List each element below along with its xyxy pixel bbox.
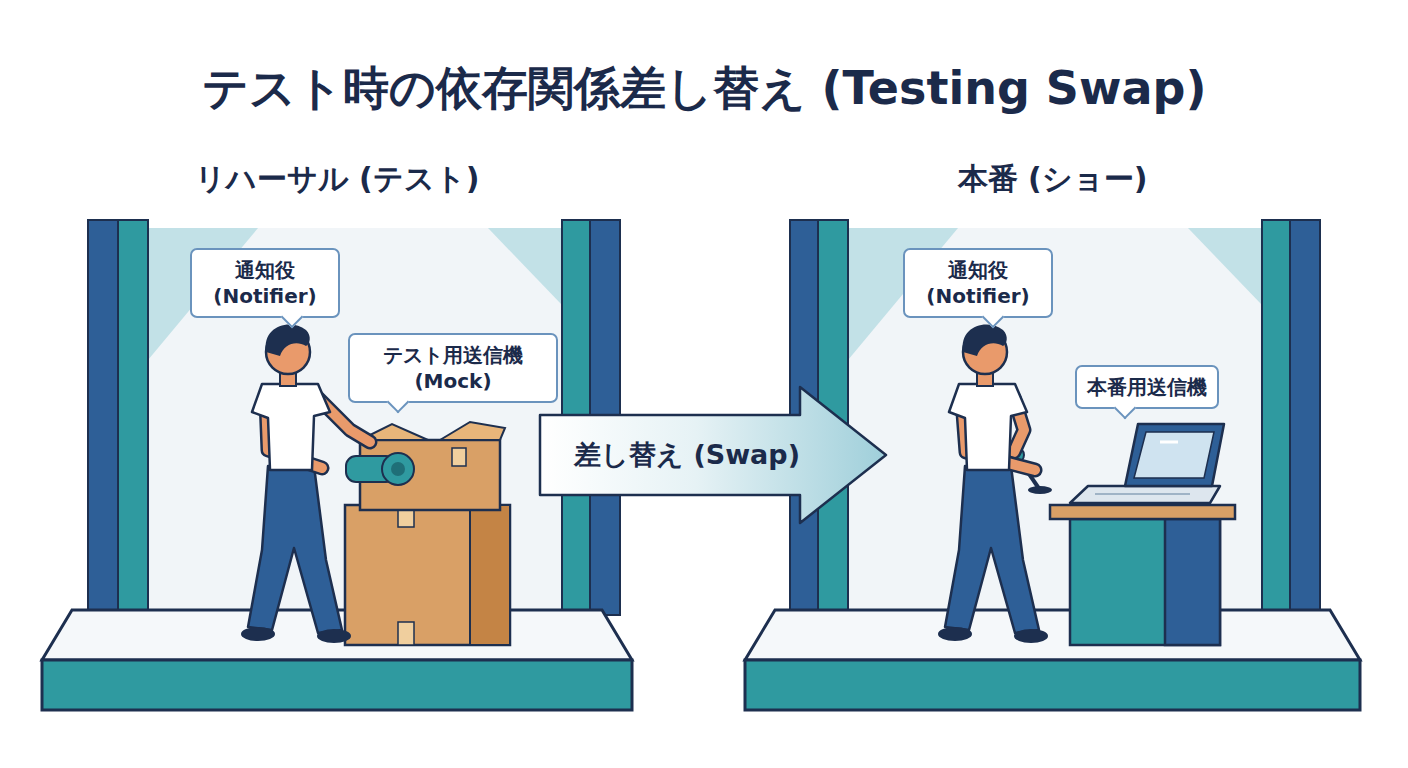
illustration-part: [745, 660, 1360, 710]
illustration-part: [1125, 424, 1224, 486]
illustration-part: [1165, 519, 1220, 645]
callout-bubble: テスト用送信機 (Mock): [348, 333, 558, 403]
illustration-part: [248, 466, 342, 633]
illustration-part: [745, 610, 1360, 660]
diagram-title: テスト時の依存関係差し替え (Testing Swap): [0, 58, 1408, 120]
illustration-part: [118, 220, 148, 615]
swap-arrow: 差し替え (Swap): [538, 385, 888, 525]
illustration-part: [452, 448, 466, 466]
illustration-part: [1028, 486, 1052, 494]
illustration-part: [1290, 220, 1320, 615]
illustration-part: [88, 220, 118, 615]
illustration-part: [382, 453, 414, 485]
stage-heading: 本番 (ショー): [745, 159, 1360, 200]
callout-tail: [281, 306, 304, 329]
callout-text: 通知役 (Notifier): [202, 257, 328, 309]
illustration-part: [398, 622, 414, 645]
illustration-part: [252, 384, 330, 470]
illustration-part: [938, 627, 972, 641]
illustration-part: [266, 325, 310, 356]
illustration-part: [42, 660, 632, 710]
callout-tail: [387, 391, 410, 414]
illustration-part: [1070, 486, 1220, 503]
illustration-part: [1160, 441, 1178, 444]
illustration-part: [1134, 432, 1214, 478]
illustration-part: [345, 505, 510, 645]
callout-text: 本番用送信機: [1087, 374, 1207, 400]
callout-bubble: 本番用送信機: [1075, 365, 1219, 409]
illustration-part: [470, 505, 510, 645]
illustration-part: [1188, 228, 1262, 305]
illustration-part: [317, 629, 351, 643]
stage-heading: リハーサル (テスト): [42, 159, 632, 200]
illustration-part: [1050, 505, 1235, 519]
illustration-part: [1262, 220, 1290, 615]
arrow-outline: [540, 387, 886, 523]
illustration-part: [949, 384, 1027, 470]
illustration-part: [945, 466, 1039, 633]
illustration-part: [488, 228, 562, 305]
callout-tail: [1114, 397, 1137, 420]
callout-bubble: 通知役 (Notifier): [190, 248, 340, 318]
illustration-part: [440, 422, 505, 440]
illustration-part: [1014, 629, 1048, 643]
callout-bubble: 通知役 (Notifier): [903, 248, 1053, 318]
callout-text: テスト用送信機 (Mock): [360, 342, 546, 394]
illustration-part: [241, 627, 275, 641]
arrow-label: 差し替え (Swap): [546, 415, 828, 495]
illustration-part: [1095, 493, 1190, 495]
illustration-part: [963, 325, 1007, 356]
callout-tail: [982, 306, 1005, 329]
illustration-part: [391, 462, 405, 476]
illustration-part: [1070, 519, 1220, 645]
callout-text: 通知役 (Notifier): [915, 257, 1041, 309]
